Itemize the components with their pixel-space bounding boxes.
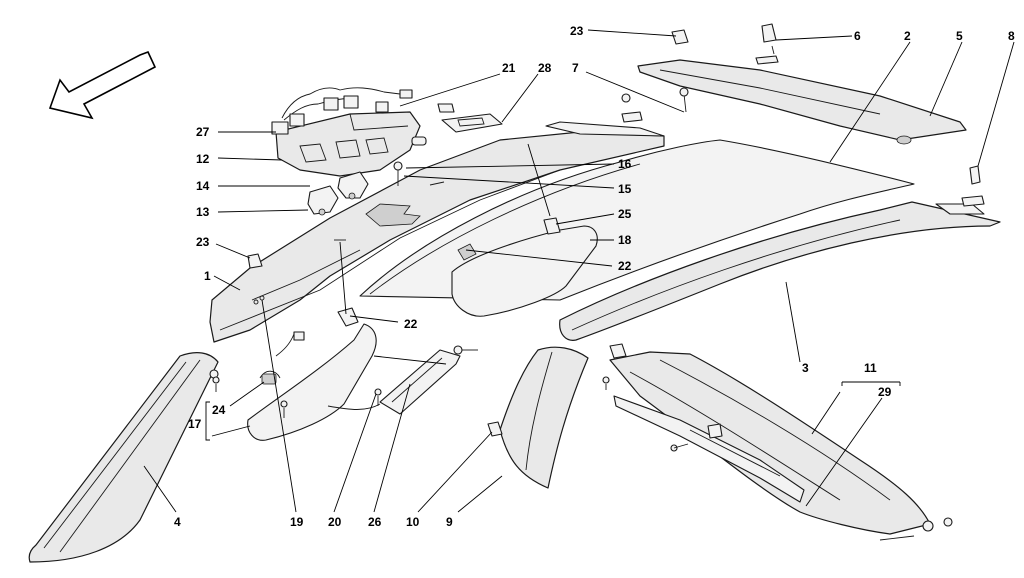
callout-11: 11 [864,361,877,375]
callout-4: 4 [174,515,181,529]
callout-23-top: 23 [570,24,584,38]
callout-16: 16 [618,157,632,171]
callout-15: 15 [618,182,632,196]
part-rear-roof-panel [559,201,1001,341]
callout-2: 2 [904,29,911,43]
direction-arrow-icon [48,50,157,120]
callout-28: 28 [538,61,552,75]
callout-20: 20 [328,515,342,529]
callout-27: 27 [196,125,210,139]
callout-19: 19 [290,515,304,529]
callout-8: 8 [1008,29,1015,43]
callout-6: 6 [854,29,861,43]
part-a-pillar-trim [28,352,219,563]
callout-9: 9 [446,515,453,529]
callout-24: 24 [212,403,226,417]
callout-18: 18 [618,233,632,247]
part-upper-trim-strip [637,59,967,145]
part-sun-visor-left [247,307,377,441]
part-b-pillar-trim [499,346,589,489]
part-sun-visor-right [451,217,598,317]
callout-10: 10 [406,515,420,529]
callout-5: 5 [956,29,963,43]
callout-29: 29 [878,385,892,399]
callout-22-left: 22 [404,317,418,331]
callout-labels: 23 6 2 5 8 7 21 28 27 12 16 14 15 13 25 … [174,24,1015,529]
callout-22-right: 22 [618,259,632,273]
part-overhead-console [275,103,503,177]
callout-13: 13 [196,205,210,219]
leader-lines [143,29,1015,513]
callout-12: 12 [196,152,210,166]
callout-7: 7 [572,61,579,75]
callout-17: 17 [188,417,202,431]
callout-23-left: 23 [196,235,210,249]
callout-1: 1 [204,269,211,283]
part-lamp-units [307,171,369,216]
callout-21: 21 [502,61,516,75]
callout-26: 26 [368,515,382,529]
fasteners [212,23,985,541]
callout-14: 14 [196,179,210,193]
part-vanity-lamp [327,349,461,415]
part-wiring-harness [271,87,413,135]
part-rear-quarter-trim [609,351,931,535]
callout-3: 3 [802,361,809,375]
part-headliner-front-panel [209,121,665,343]
callout-25: 25 [618,207,632,221]
